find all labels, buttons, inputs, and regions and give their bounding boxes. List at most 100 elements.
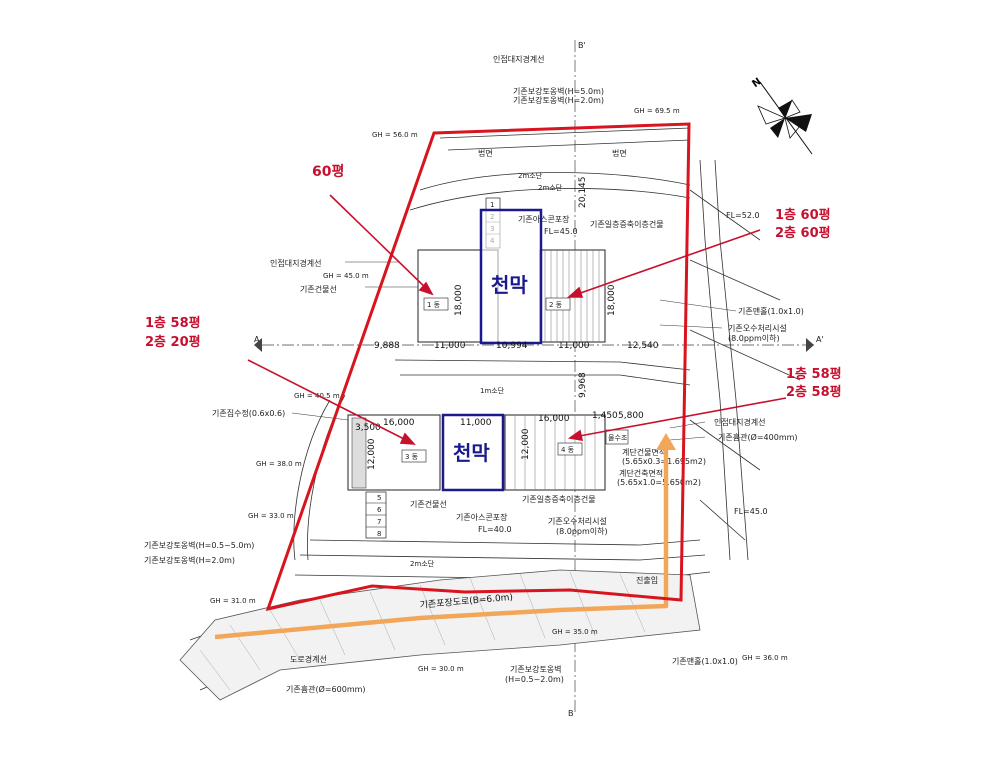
svg-text:5: 5 <box>377 494 381 502</box>
tent-label-bottom: 천막 <box>453 441 490 465</box>
svg-text:2m소단: 2m소단 <box>410 559 435 568</box>
svg-text:11,000: 11,000 <box>434 341 466 351</box>
svg-text:법면: 법면 <box>478 148 493 158</box>
svg-text:기존일층증축이층건물: 기존일층증축이층건물 <box>522 494 596 504</box>
svg-text:7: 7 <box>377 518 381 526</box>
fl52-label: FL=52.0 <box>726 211 760 220</box>
svg-text:2m소단: 2m소단 <box>518 171 543 180</box>
road-boundary-label: 도로경계선 <box>290 654 327 664</box>
svg-text:18,000: 18,000 <box>454 284 464 316</box>
retaining-wall-2-label: 기존보강토옹벽(H=2.0m) <box>513 95 604 105</box>
svg-text:(8.0ppm이하): (8.0ppm이하) <box>556 526 608 536</box>
building-4-label: 4 동 <box>561 446 575 454</box>
svg-text:12,000: 12,000 <box>367 438 377 470</box>
north-label: N <box>750 76 763 90</box>
adj-boundary-2-label: 인접대지경계선 <box>714 417 766 427</box>
gh-36-label: GH = 36.0 m <box>742 654 788 662</box>
fl40-label: FL=40.0 <box>478 525 512 534</box>
svg-text:12,540: 12,540 <box>627 341 659 351</box>
svg-text:9,968: 9,968 <box>578 372 588 398</box>
svg-text:1m소단: 1m소단 <box>480 386 505 395</box>
site-boundary <box>265 122 691 612</box>
section-b-label: B <box>568 709 574 718</box>
building-2-label: 2 동 <box>549 301 563 309</box>
note-1f-58b: 1층 58평 <box>786 366 842 382</box>
svg-text:6: 6 <box>377 506 382 514</box>
svg-text:20,145: 20,145 <box>578 177 588 209</box>
svg-text:계단건물면적: 계단건물면적 <box>622 447 666 457</box>
svg-text:18,000: 18,000 <box>607 284 617 316</box>
svg-text:9,888: 9,888 <box>374 341 400 351</box>
svg-text:(5.65x1.0=5.650m2): (5.65x1.0=5.650m2) <box>617 478 701 487</box>
access-route-arrow <box>214 433 676 640</box>
water-tank-label: 물수조 <box>608 434 628 442</box>
gh-38-label: GH = 38.0 m <box>256 460 302 468</box>
svg-text:1,450: 1,450 <box>592 411 618 421</box>
asphalt-label-2: 기존아스콘포장 <box>456 512 508 522</box>
gh-top-label: GH = 69.5 m <box>634 107 680 115</box>
adj-boundary-label: 인접대지경계선 <box>270 258 322 268</box>
road-band <box>179 569 701 701</box>
adj-boundary-top-label: 인접대지경계선 <box>493 54 545 64</box>
svg-text:기존오수처리시설: 기존오수처리시설 <box>548 516 607 526</box>
fl45-label: FL=45.0 <box>544 227 578 236</box>
svg-text:기존보강토옹벽: 기존보강토옹벽 <box>510 664 562 674</box>
fl45b-label: FL=45.0 <box>734 507 768 516</box>
svg-text:5,800: 5,800 <box>618 411 644 421</box>
building-1-label: 1 동 <box>427 301 441 309</box>
svg-text:법면: 법면 <box>612 148 627 158</box>
building-3-label: 3 동 <box>405 453 419 461</box>
svg-text:16,000: 16,000 <box>538 414 570 424</box>
svg-text:기존건물선: 기존건물선 <box>410 499 447 509</box>
section-a-label: A <box>254 335 260 344</box>
section-b-prime-label: B' <box>578 41 586 50</box>
gh-405-label: GH = 40.5 m <box>294 392 340 400</box>
existing-2f-label: 기존일층증축이층건물 <box>590 219 664 229</box>
svg-text:3,500: 3,500 <box>355 423 381 433</box>
gh-33-label: GH = 33.0 m <box>248 512 294 520</box>
tent-box-bottom <box>441 413 505 492</box>
catch-basin-label: 기존집수정(0.6x0.6) <box>212 408 285 418</box>
asphalt-label-1: 기존아스콘포장 <box>518 214 570 224</box>
svg-text:기존보강토옹벽(H=0.5~5.0m): 기존보강토옹벽(H=0.5~5.0m) <box>144 540 254 550</box>
gh-35-label: GH = 35.0 m <box>552 628 598 636</box>
tent-box-top <box>479 208 543 345</box>
road-hatch <box>199 571 646 691</box>
svg-text:(H=0.5~2.0m): (H=0.5~2.0m) <box>505 675 564 684</box>
svg-text:8: 8 <box>377 530 381 538</box>
svg-text:2m소단: 2m소단 <box>538 183 563 192</box>
note-1f-60: 1층 60평 <box>775 207 831 223</box>
existing-manhole-label: 기존맨홀(1.0x1.0) <box>738 306 804 316</box>
section-a-prime-label: A' <box>816 335 824 344</box>
note-2f-58: 2층 58평 <box>786 384 842 400</box>
manhole-2-label: 기존맨홀(1.0x1.0) <box>672 656 738 666</box>
sewage-label: 기존오수처리시설 <box>728 323 787 333</box>
svg-text:11,000: 11,000 <box>558 341 590 351</box>
tent-label-top: 천막 <box>491 273 528 297</box>
svg-text:10,994: 10,994 <box>496 341 528 351</box>
gh-45-label: GH = 45.0 m <box>323 272 369 280</box>
entrance-label: 진출입 <box>636 575 658 585</box>
gh-56-label: GH = 56.0 m <box>372 131 418 139</box>
note-60: 60평 <box>312 163 344 180</box>
svg-text:기존보강토옹벽(H=2.0m): 기존보강토옹벽(H=2.0m) <box>144 555 235 565</box>
pipe-400-label: 기존흄관(Ø=400mm) <box>718 432 798 442</box>
note-1f-58a: 1층 58평 <box>145 315 201 331</box>
annotation-arrows <box>247 194 787 445</box>
stairs-bottom: 5 6 7 8 <box>365 491 387 539</box>
gh-31-label: GH = 31.0 m <box>210 597 256 605</box>
svg-text:계단건축면적: 계단건축면적 <box>619 468 663 478</box>
svg-text:11,000: 11,000 <box>460 418 492 428</box>
existing-building-line-label: 기존건물선 <box>300 284 337 294</box>
north-arrow-icon: N <box>750 76 813 155</box>
retaining-wall-5-label: 기존보강토옹벽(H=5.0m) <box>513 86 604 96</box>
svg-text:16,000: 16,000 <box>383 418 415 428</box>
svg-text:1: 1 <box>490 201 494 209</box>
gh-30-label: GH = 30.0 m <box>418 665 464 673</box>
svg-text:(8.0ppm이하): (8.0ppm이하) <box>728 333 780 343</box>
pipe-600-label: 기존흄관(Ø=600mm) <box>286 684 366 694</box>
svg-text:12,000: 12,000 <box>521 428 531 460</box>
note-2f-20: 2층 20평 <box>145 334 201 350</box>
note-2f-60: 2층 60평 <box>775 225 831 241</box>
